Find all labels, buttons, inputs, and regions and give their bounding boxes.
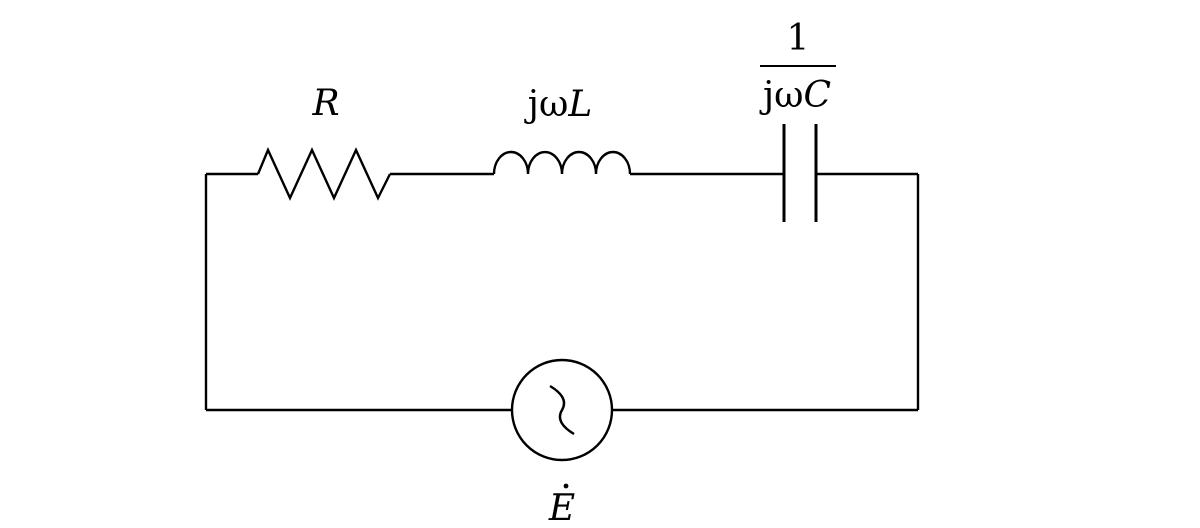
source-label: E bbox=[548, 488, 575, 528]
inductor-label: jωL bbox=[524, 84, 592, 125]
resistor-label: R bbox=[311, 83, 339, 124]
ac-source-circle bbox=[510, 358, 614, 462]
inductor-label-prefix: jω bbox=[524, 84, 569, 125]
capacitor-label-var: C bbox=[803, 75, 831, 116]
resistor-symbol bbox=[256, 147, 392, 201]
capacitor-label-denominator: jωC bbox=[759, 75, 831, 116]
ac-source-sine-icon bbox=[549, 384, 575, 436]
capacitor-label-prefix: jω bbox=[759, 75, 804, 116]
source-label-dot bbox=[563, 483, 569, 489]
capacitor-label-numerator: 1 bbox=[787, 18, 810, 59]
inductor-symbol bbox=[492, 150, 632, 175]
inductor-label-var: L bbox=[567, 84, 592, 125]
